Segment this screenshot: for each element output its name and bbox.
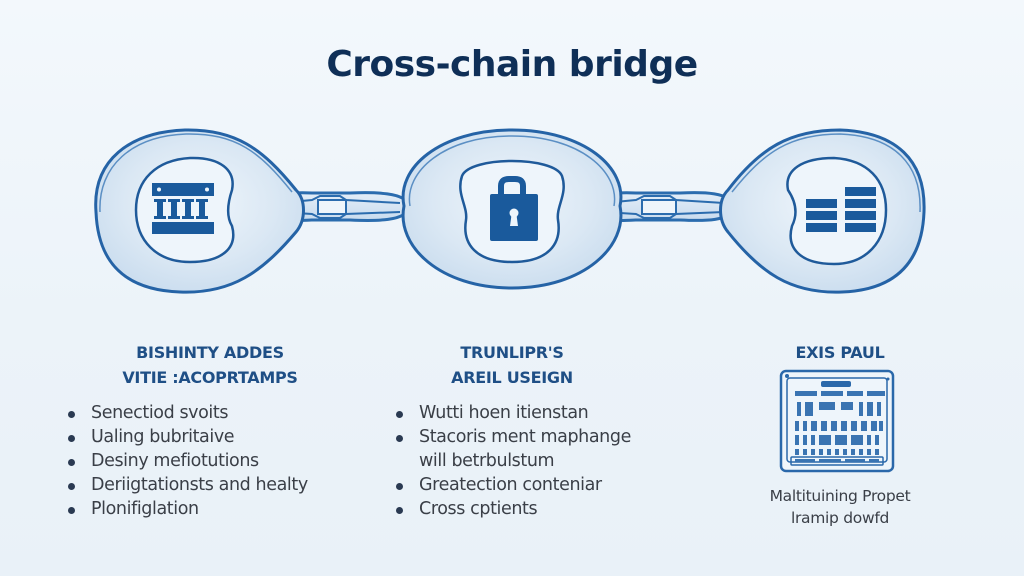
stacked-blocks-icon (806, 187, 876, 232)
list-item: Senectiod svoits (66, 401, 366, 425)
column-3-caption-line-2: lramip dowfd (790, 509, 890, 527)
chain-illustration (94, 128, 926, 294)
column-1-heading-line-2: VITIE :ACOPRTAMPS (122, 368, 298, 387)
chain-link-bridge (401, 128, 623, 290)
column-3-caption: Maltituining Propet lramip dowfd (740, 485, 940, 529)
column-1-bullet-list: Senectiod svoits Ualing bubritaive Desin… (66, 401, 366, 521)
chain-link-source (94, 128, 305, 294)
circuit-board-device-icon (779, 369, 895, 473)
bank-columns-icon (152, 183, 214, 234)
column-1-heading-line-1: BISHINTY ADDES (136, 343, 284, 362)
list-item-continuation: will betrbulstum (419, 451, 555, 471)
column-3-heading: EXIS PAUL (740, 340, 940, 365)
column-1-heading: BISHINTY ADDES VITIE :ACOPRTAMPS (60, 340, 360, 390)
column-2-heading: TRUNLIPR'S AREIL USEIGN (412, 340, 612, 390)
list-item: Desiny mefiotutions (66, 449, 366, 473)
column-2-heading-line-1: TRUNLIPR'S (460, 343, 564, 362)
column-2-bullet-list: Wutti hoen itienstan Stacoris ment mapha… (394, 401, 694, 521)
column-2-heading-line-2: AREIL USEIGN (451, 368, 573, 387)
chain-link-destination (719, 128, 926, 294)
page-title: Cross-chain bridge (326, 44, 698, 85)
list-item: Cross cptients (394, 497, 694, 521)
list-item: Deriigtationsts and healty (66, 473, 366, 497)
list-item: Ualing bubritaive (66, 425, 366, 449)
column-3-heading-line-1: EXIS PAUL (795, 343, 885, 362)
column-3-caption-line-1: Maltituining Propet (769, 487, 911, 505)
list-item: Greatection conteniar (394, 473, 694, 497)
padlock-icon (490, 176, 538, 241)
list-item: Plonifiglation (66, 497, 366, 521)
list-item: Wutti hoen itienstan (394, 401, 694, 425)
list-item: Stacoris ment maphange (394, 425, 694, 449)
